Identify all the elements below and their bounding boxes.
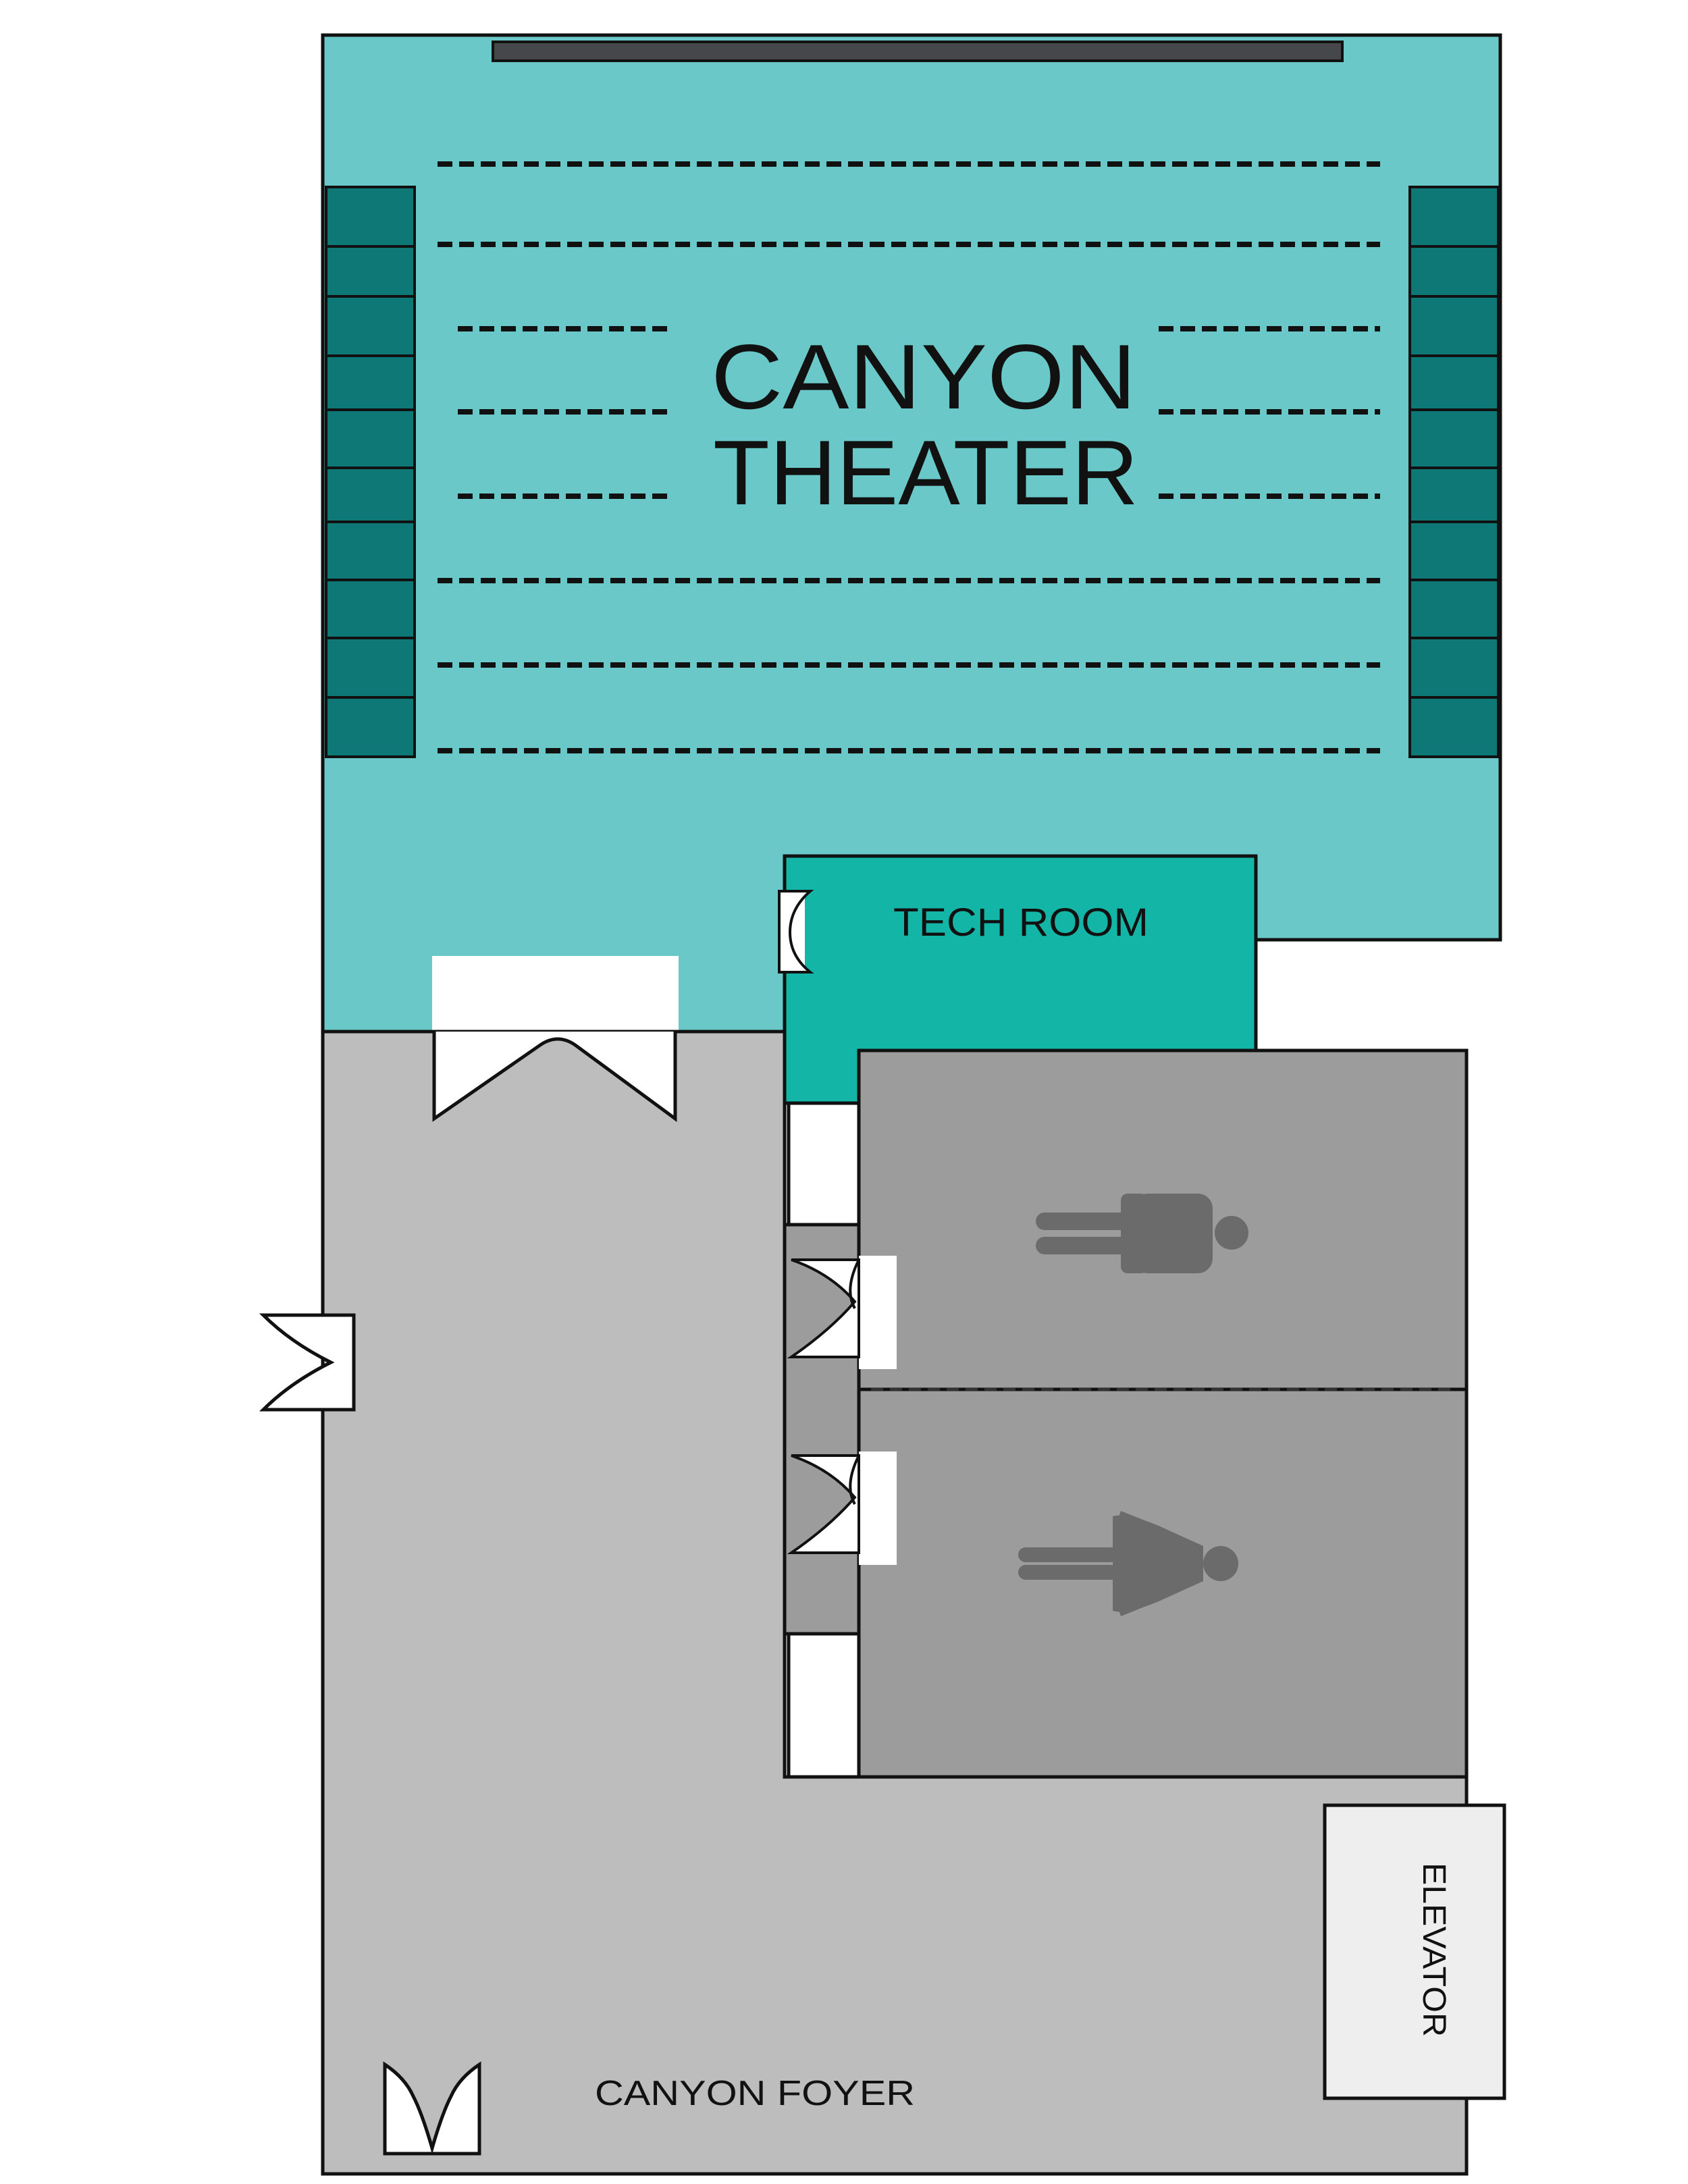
- man-icon: [1036, 1194, 1248, 1273]
- elevator-car: [1323, 1803, 1506, 2100]
- tech-room-label: TECH ROOM: [893, 901, 1149, 944]
- stage: [492, 41, 1344, 62]
- seating-rows: [438, 161, 1380, 753]
- foyer-south-door-icon[interactable]: [383, 2061, 481, 2156]
- theater-label-line2: THEATER: [713, 421, 1138, 524]
- theater-entrance-gap: [432, 956, 679, 1034]
- restroom-corridor: [783, 1101, 861, 1779]
- foyer-label: CANYON FOYER: [595, 2074, 915, 2113]
- canyon-theater[interactable]: CANYON THEATER: [321, 33, 1502, 1034]
- side-seats-right: [1408, 186, 1500, 758]
- theater-entrance-doors[interactable]: [432, 956, 679, 1034]
- theater-label-line1: CANYON: [711, 325, 1136, 428]
- womens-restroom-door-icon[interactable]: [787, 1451, 897, 1565]
- elevator[interactable]: ELEVATOR: [1323, 1803, 1506, 2100]
- west-exterior-door-icon[interactable]: [259, 1313, 356, 1412]
- theater-entrance-door-icon[interactable]: [432, 1032, 677, 1122]
- elevator-label: ELEVATOR: [1416, 1863, 1452, 2037]
- woman-icon: [1018, 1511, 1238, 1616]
- mens-restroom-door-icon[interactable]: [787, 1256, 897, 1369]
- restroom-vestibule-top: [787, 1101, 861, 1227]
- side-seats-left: [325, 186, 416, 758]
- restroom-vestibule-bottom: [787, 1632, 861, 1779]
- tech-room-door-icon[interactable]: [778, 890, 814, 974]
